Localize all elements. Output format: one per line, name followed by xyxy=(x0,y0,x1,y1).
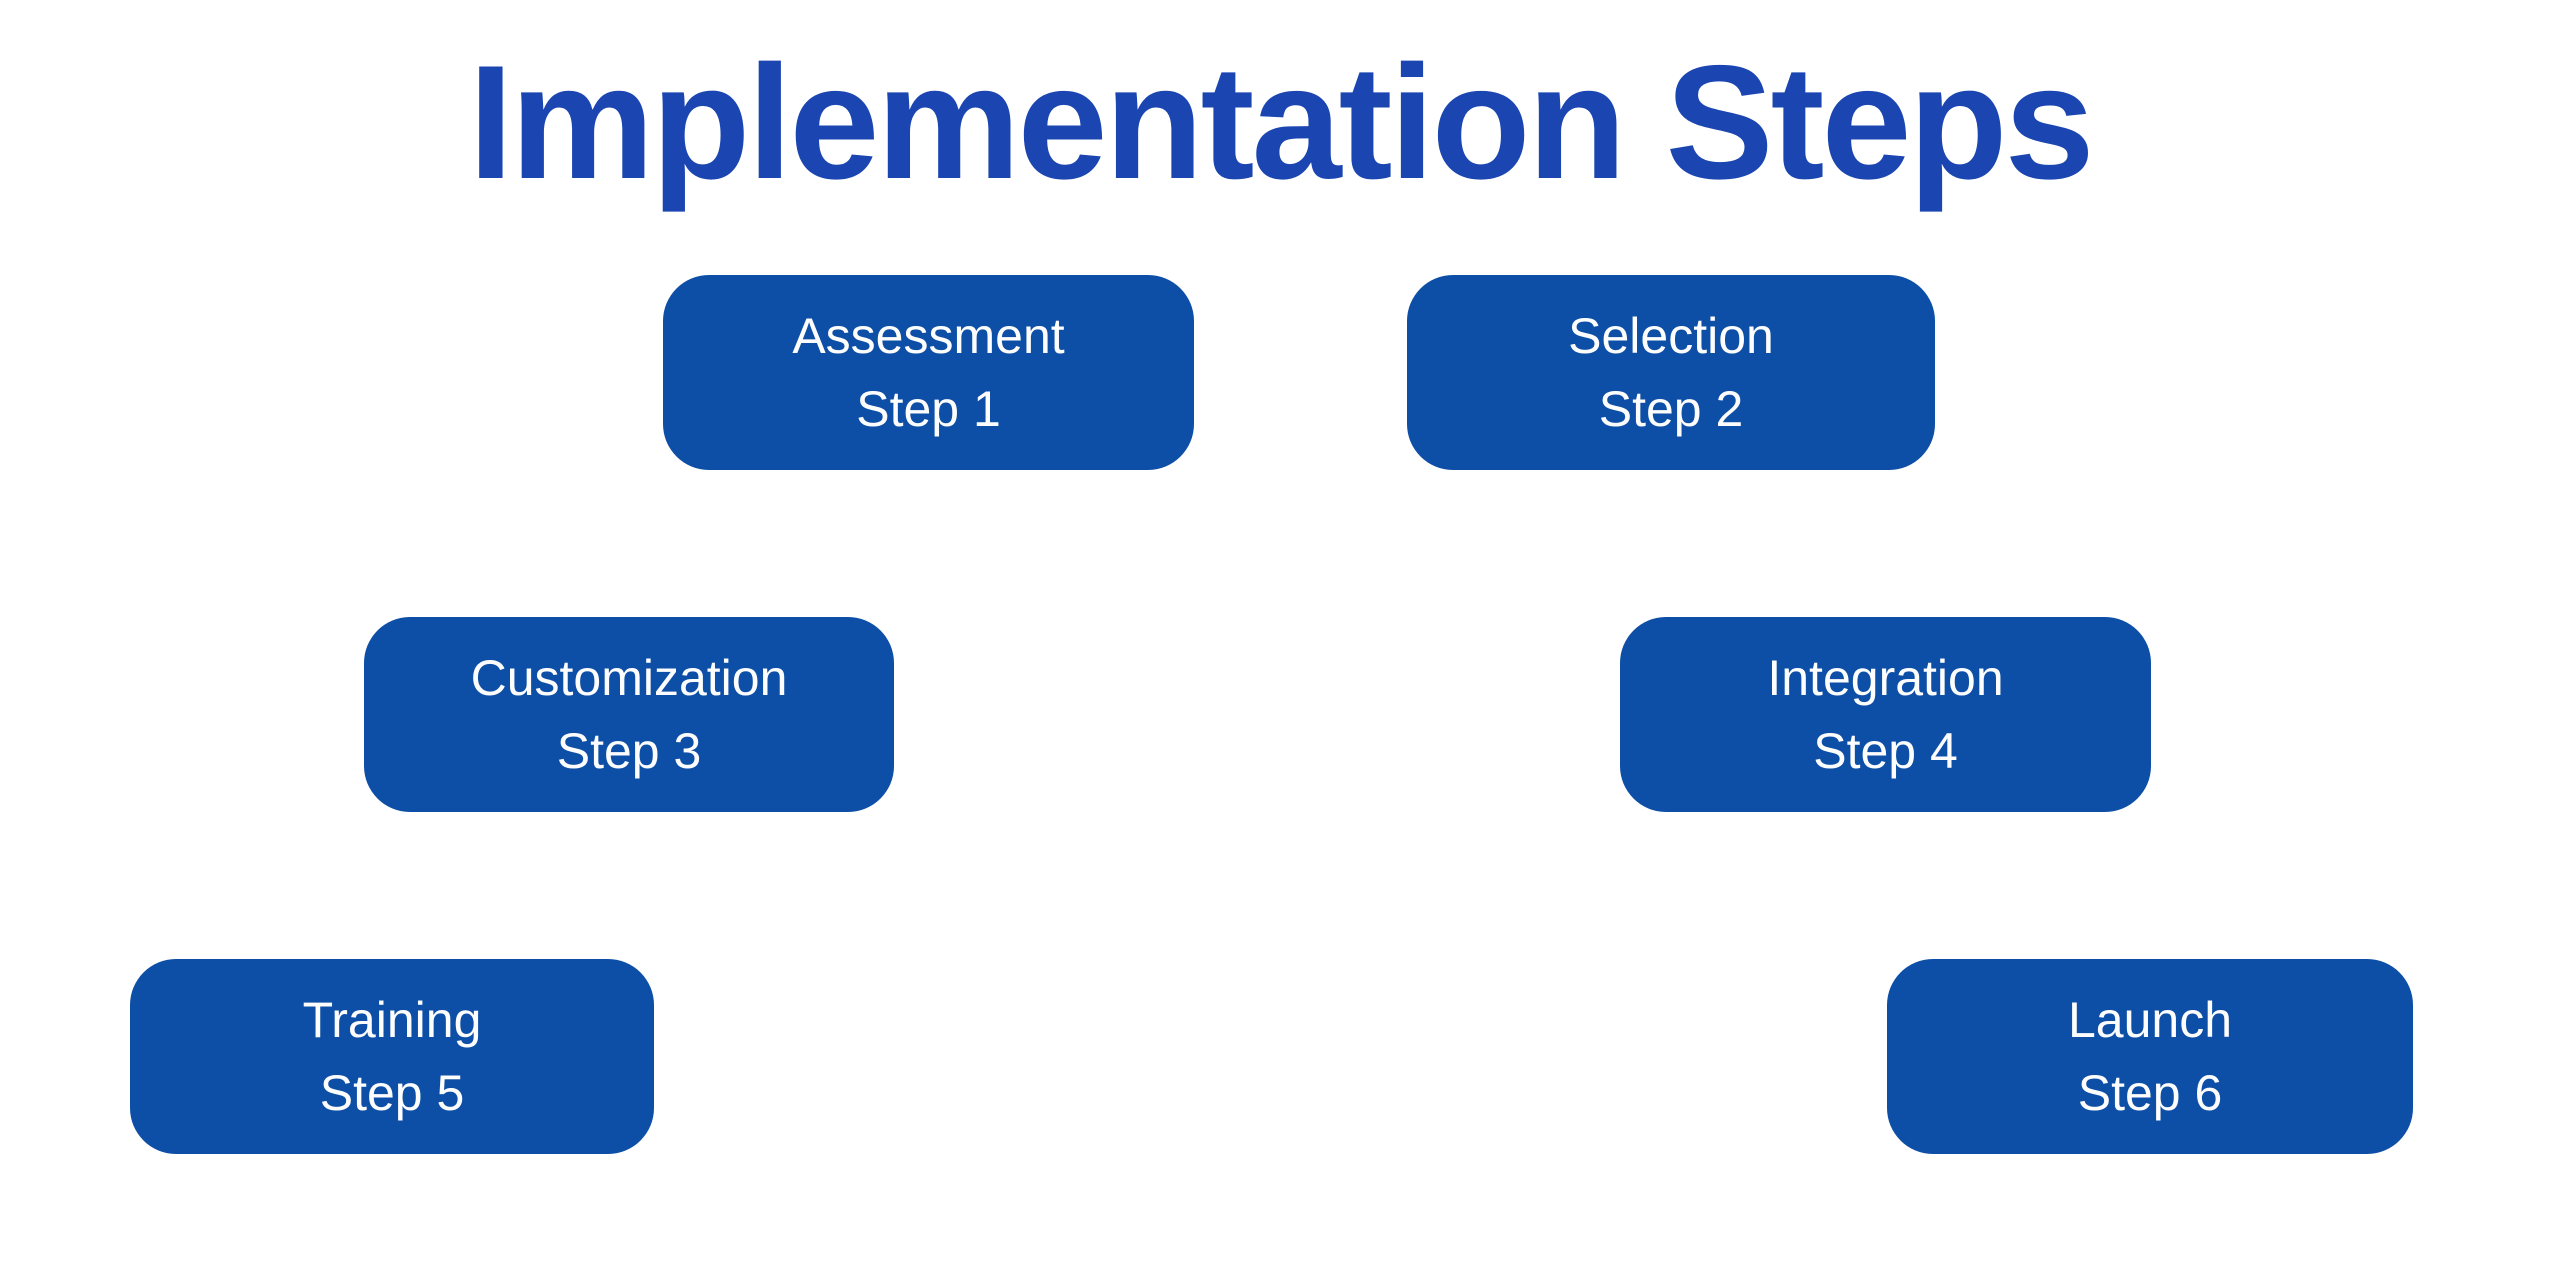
step-box-assessment: Assessment Step 1 xyxy=(663,275,1194,470)
step-label: Step 3 xyxy=(556,722,702,779)
step-box-training: Training Step 5 xyxy=(130,959,654,1154)
step-name: Customization xyxy=(470,649,788,706)
step-name: Selection xyxy=(1568,307,1774,364)
step-name: Launch xyxy=(2067,991,2233,1048)
step-box-integration: Integration Step 4 xyxy=(1620,617,2151,812)
step-box-selection: Selection Step 2 xyxy=(1407,275,1935,470)
step-name: Integration xyxy=(1767,649,2004,706)
step-label: Step 4 xyxy=(1813,722,1958,779)
page-title: Implementation Steps xyxy=(468,32,2094,213)
step-label: Step 1 xyxy=(856,380,1001,437)
step-label: Step 2 xyxy=(1598,380,1744,437)
step-box-launch: Launch Step 6 xyxy=(1887,959,2413,1154)
step-label: Step 6 xyxy=(2077,1064,2223,1121)
step-box-customization: Customization Step 3 xyxy=(364,617,894,812)
step-name: Training xyxy=(302,991,482,1048)
step-label: Step 5 xyxy=(319,1064,465,1121)
step-name: Assessment xyxy=(792,307,1065,364)
